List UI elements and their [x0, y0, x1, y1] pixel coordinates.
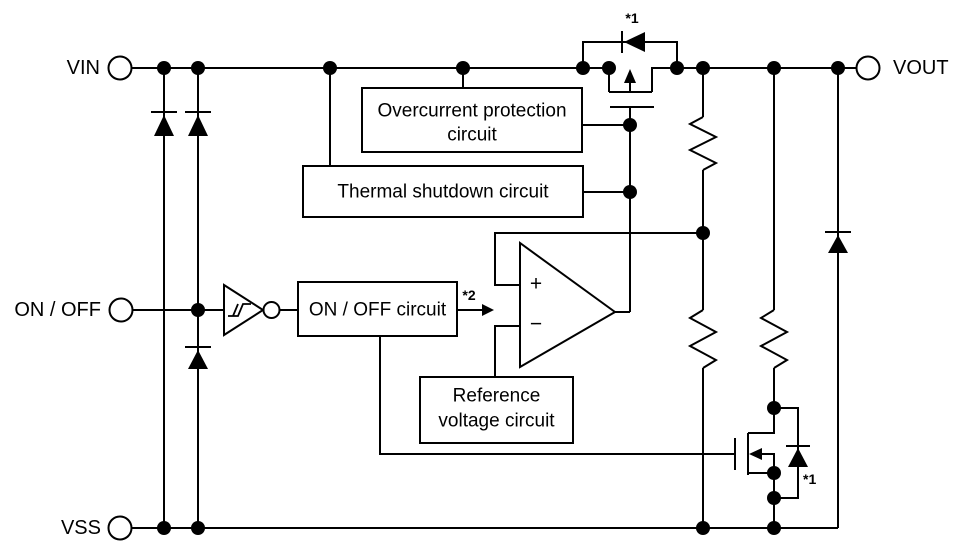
- block-overcurrent-rect: [361, 87, 583, 153]
- terminal-onoff: ON / OFF: [14, 297, 134, 323]
- opamp-triangle: [519, 241, 617, 369]
- nmos-diode-loop: [774, 407, 799, 499]
- esd-diode-vin-1: [151, 111, 177, 136]
- resistor-r3: [758, 309, 790, 369]
- schmitt-triangle: [223, 283, 265, 337]
- vin-label: VIN: [67, 57, 100, 79]
- pmos-body-arrow: [624, 69, 636, 92]
- footnote-2: *2: [462, 287, 475, 303]
- onoff-pin-circle: [108, 297, 134, 323]
- footnote-1-top: *1: [625, 10, 638, 26]
- opamp-minus-sign: −: [530, 313, 542, 336]
- terminal-vss: VSS: [61, 515, 133, 541]
- block-reference: Reference voltage circuit: [419, 376, 574, 444]
- nmos-body-diode: [786, 445, 810, 467]
- inverter-bubble: [262, 301, 281, 319]
- hysteresis-icon: [228, 303, 251, 317]
- resistors: [687, 116, 790, 369]
- block-onoff-label: ON / OFF circuit: [309, 300, 447, 321]
- block-overcurrent-label-2: circuit: [447, 125, 497, 146]
- esd-diode-onoff: [185, 346, 211, 369]
- vin-pin-circle: [107, 55, 133, 81]
- block-onoff-rect: [297, 281, 458, 337]
- vout-label: VOUT: [893, 57, 949, 79]
- nmos-drain-lead: [748, 408, 775, 434]
- feedback-wire-plus: [494, 232, 703, 286]
- resistor-r2: [687, 309, 719, 369]
- esd-diode-vin-2: [185, 111, 211, 136]
- terminal-vin: VIN: [67, 55, 133, 81]
- vout-pin-circle: [855, 55, 881, 81]
- opamp-plus-sign: +: [530, 273, 542, 296]
- schmitt-inverter: [223, 283, 281, 337]
- terminal-vout: VOUT: [855, 55, 949, 81]
- wires: [131, 41, 857, 529]
- pass-diode-bypass: [582, 41, 678, 68]
- vss-label: VSS: [61, 517, 101, 539]
- nmos-body-arrow: [749, 448, 762, 460]
- control-arrowhead: [482, 304, 494, 316]
- block-reference-rect: [419, 376, 574, 444]
- block-reference-label-1: Reference: [453, 386, 541, 407]
- block-thermal-label: Thermal shutdown circuit: [337, 182, 549, 203]
- block-thermal: Thermal shutdown circuit: [302, 165, 584, 218]
- reference-wire-minus: [494, 325, 520, 377]
- block-overcurrent: Overcurrent protection circuit: [361, 87, 583, 153]
- block-thermal-rect: [302, 165, 584, 218]
- vss-vout-diode: [825, 231, 851, 253]
- onoff-label: ON / OFF: [14, 299, 101, 321]
- resistor-r1: [687, 116, 719, 171]
- footnote-1-bottom: *1: [803, 471, 816, 487]
- junction-dots: [157, 61, 845, 535]
- block-overcurrent-label-1: Overcurrent protection: [377, 101, 566, 122]
- vss-pin-circle: [107, 515, 133, 541]
- pass-body-diode: [621, 31, 645, 53]
- diodes: [151, 31, 851, 467]
- block-onoff-circuit: ON / OFF circuit: [297, 281, 458, 337]
- error-amplifier: + −: [519, 241, 617, 369]
- onoff-gate-rail: [379, 336, 735, 455]
- block-reference-label-2: voltage circuit: [438, 411, 555, 432]
